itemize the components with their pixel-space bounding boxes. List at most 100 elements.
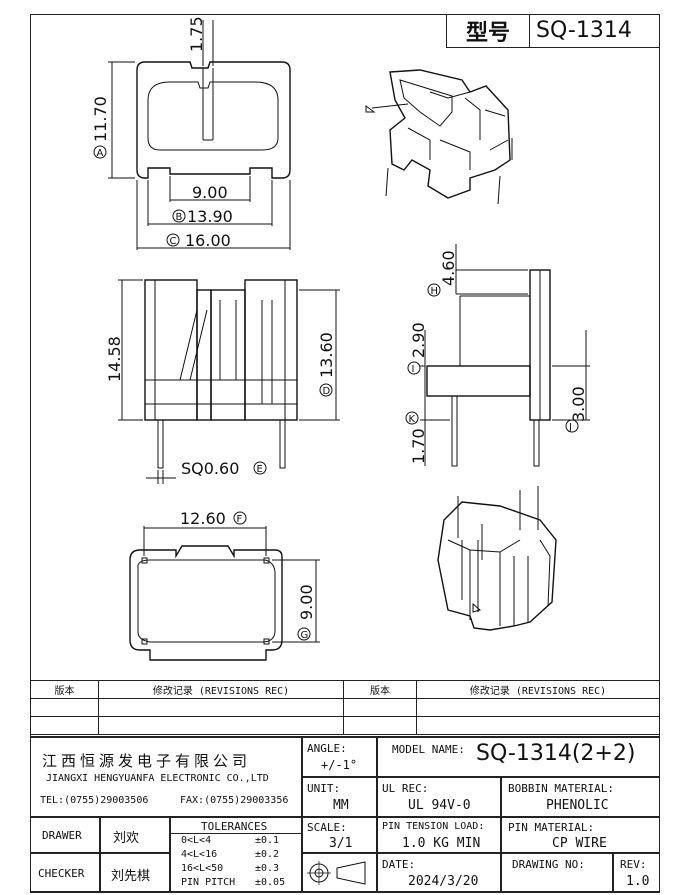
- dim-d: 13.60: [317, 332, 336, 378]
- model-name-value: SQ-1314(2+2): [476, 741, 636, 766]
- drawer-value: 刘欢: [113, 831, 140, 846]
- rev-cell: [98, 716, 344, 735]
- rev-value: 1.0: [626, 874, 650, 889]
- ul-rec-value: UL 94V-0: [408, 798, 471, 813]
- model-number: SQ-1314: [536, 18, 632, 43]
- dim-f: 12.60: [180, 509, 226, 528]
- top-view: 1.75 A 11.70 9.00 B 13.90 C: [91, 16, 291, 250]
- drawer-value-cell: 刘欢: [100, 817, 170, 853]
- model-tag: 型号 SQ-1314: [446, 14, 660, 48]
- unit-label: UNIT:: [307, 782, 341, 795]
- angle-label: ANGLE:: [307, 742, 347, 755]
- rev-cell: [343, 698, 417, 717]
- tol-value: ±0.2: [255, 849, 280, 860]
- pin-tension-value: 1.0 KG MIN: [402, 836, 481, 851]
- isometric-view-top: [365, 69, 513, 205]
- tol-value: ±0.1: [255, 835, 280, 846]
- pin-tension-label: PIN TENSION LOAD:: [382, 821, 485, 832]
- date-label: DATE:: [382, 858, 416, 871]
- marker-d: D: [323, 386, 331, 397]
- marker-k: K: [409, 414, 416, 425]
- marker-c: C: [170, 236, 177, 247]
- marker-g: G: [301, 630, 309, 641]
- tolerances-label: TOLERANCES: [201, 820, 268, 833]
- tol-range: PIN PITCH: [181, 877, 236, 888]
- rev-cell: [416, 716, 660, 735]
- dim-overall-height: 14.58: [105, 336, 124, 382]
- rev-cell: [30, 698, 99, 717]
- date-cell: DATE: 2024/3/20: [377, 853, 501, 893]
- revision-table: 版本 修改记录 (REVISIONS REC) 版本 修改记录 (REVISIO…: [30, 680, 660, 735]
- drawing-no-label: DRAWING NO:: [512, 858, 585, 871]
- drawer-label-cell: DRAWER: [30, 817, 100, 853]
- type-label: 型号: [447, 14, 530, 47]
- projection-symbol-cell: [302, 853, 377, 893]
- dim-pin: SQ0.60: [181, 459, 239, 478]
- dim-a: 11.70: [91, 96, 110, 142]
- company-name-en: JIANGXI HENGYUANFA ELECTRONIC CO.,LTD: [46, 773, 269, 784]
- model-name-cell: MODEL NAME: SQ-1314(2+2): [377, 737, 660, 777]
- marker-a: A: [97, 148, 104, 159]
- rev-cell: [30, 716, 99, 735]
- dim-j: 3.00: [569, 386, 588, 422]
- bobbin-material-value: PHENOLIC: [546, 798, 609, 813]
- dim-i: 2.90: [409, 322, 428, 358]
- title-block: 江西恒源发电子有限公司 JIANGXI HENGYUANFA ELECTRONI…: [30, 736, 660, 893]
- rev-cell: [416, 698, 660, 717]
- checker-label-cell: CHECKER: [30, 853, 100, 893]
- tol-value: ±0.3: [255, 863, 280, 874]
- company-cell: 江西恒源发电子有限公司 JIANGXI HENGYUANFA ELECTRONI…: [30, 737, 302, 817]
- unit-value: MM: [333, 798, 349, 813]
- tolerances-cell: TOLERANCES 0<L<4 ±0.1 4<L<16 ±0.2 16<L<5…: [170, 817, 302, 893]
- rev-label: REV:: [620, 858, 647, 871]
- angle-value: +/-1°: [321, 758, 358, 772]
- checker-value: 刘先棋: [111, 869, 151, 884]
- marker-e: E: [257, 464, 263, 475]
- pin-tension-cell: PIN TENSION LOAD: 1.0 KG MIN: [377, 817, 501, 853]
- dim-g: 9.00: [297, 584, 316, 620]
- dim-top-slot: 1.75: [187, 16, 206, 52]
- tol-range: 16<L<50: [181, 863, 224, 874]
- bottom-view: 12.60 F 9.00 G: [129, 509, 320, 661]
- tol-range: 4<L<16: [181, 849, 218, 860]
- marker-f: F: [237, 514, 243, 525]
- drawing-frame: [30, 14, 660, 892]
- tol-range: 0<L<4: [181, 835, 212, 846]
- marker-h: H: [431, 286, 439, 297]
- rev-col-record-2: 修改记录 (REVISIONS REC): [416, 680, 660, 699]
- pin-material-cell: PIN MATERIAL: CP WIRE: [501, 817, 660, 853]
- marker-i: I: [412, 364, 415, 375]
- checker-value-cell: 刘先棋: [100, 853, 170, 893]
- unit-cell: UNIT: MM: [302, 777, 377, 817]
- isometric-view-bottom: [437, 486, 557, 631]
- marker-b: B: [176, 212, 183, 223]
- drawer-label: DRAWER: [42, 829, 82, 842]
- company-tel: TEL:(0755)29003506: [40, 795, 149, 806]
- rev-cell: [98, 698, 344, 717]
- rev-col-record: 修改记录 (REVISIONS REC): [98, 680, 344, 699]
- rev-cell: [343, 716, 417, 735]
- tol-value: ±0.05: [255, 877, 286, 888]
- dim-b: 13.90: [187, 207, 233, 226]
- dim-h: 4.60: [439, 250, 458, 286]
- angle-cell: ANGLE: +/-1°: [302, 737, 377, 777]
- projection-symbol-icon: [307, 861, 366, 885]
- rev-col-version: 版本: [30, 680, 99, 699]
- drawing-no-cell: DRAWING NO:: [501, 853, 613, 893]
- marker-j: J: [568, 422, 572, 433]
- ul-rec-label: UL REC:: [382, 782, 429, 795]
- company-name-cn: 江西恒源发电子有限公司: [42, 752, 252, 770]
- model-name-label: MODEL NAME:: [392, 743, 465, 756]
- scale-label: SCALE:: [307, 821, 347, 834]
- date-value: 2024/3/20: [408, 874, 479, 889]
- ul-rec-cell: UL REC: UL 94V-0: [377, 777, 501, 817]
- pin-material-value: CP WIRE: [552, 836, 607, 851]
- dim-k: 1.70: [409, 428, 428, 464]
- side-view: 4.60 H 2.90 I 3.00 J 1.70 K: [405, 244, 590, 467]
- rev-col-version-2: 版本: [343, 680, 417, 699]
- bobbin-material-label: BOBBIN MATERIAL:: [508, 782, 614, 795]
- scale-cell: SCALE: 3/1: [302, 817, 377, 853]
- company-fax: FAX:(0755)29003356: [180, 795, 289, 806]
- checker-label: CHECKER: [38, 867, 85, 880]
